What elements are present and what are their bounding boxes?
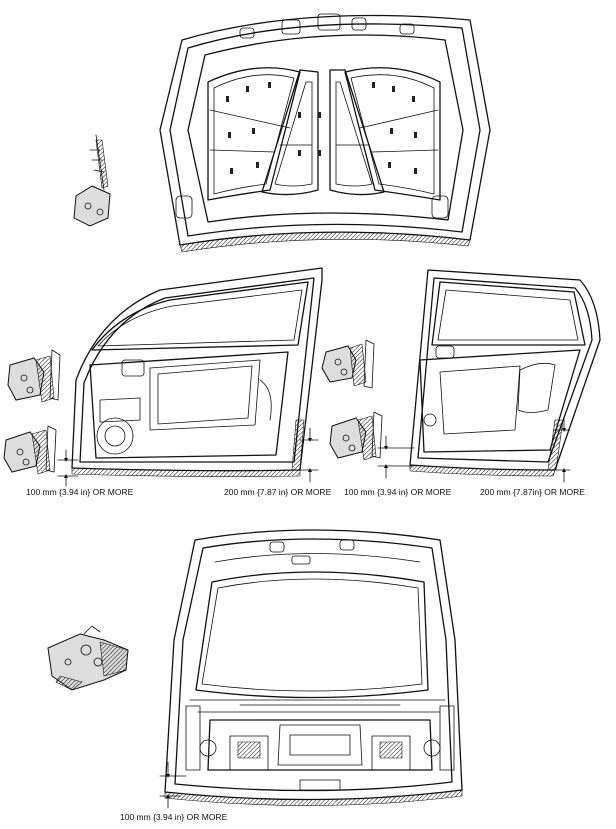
rear-door-upper-hinge [321, 339, 375, 389]
rear-door-front-clearance-label: 100 mm {3.94 in} OR MORE [344, 487, 452, 497]
rear-door-panel [409, 269, 601, 477]
front-door-lower-hinge [3, 425, 57, 475]
hood-hinge [73, 134, 111, 227]
rear-door-rear-dimension [553, 417, 571, 483]
liftgate-panel [164, 529, 463, 806]
rear-door-front-dimension [377, 435, 415, 479]
hood-panel [159, 13, 491, 253]
rear-door-rear-clearance-label: 200 mm {7.87in} OR MORE [480, 487, 585, 497]
liftgate-bottom-clearance-label: 100 mm {3.94 in} OR MORE [120, 812, 228, 822]
front-door-rear-clearance-label: 200 mm {7.87 in} OR MORE [224, 487, 332, 497]
front-door-panel [71, 267, 323, 477]
front-door-front-clearance-label: 100 mm {3.94 in} OR MORE [26, 487, 134, 497]
liftgate-bottom-dimension [159, 761, 187, 809]
front-door-upper-hinge [7, 349, 61, 403]
front-door-rear-dimension [299, 427, 319, 483]
rear-door-lower-hinge [329, 411, 383, 461]
liftgate-hinge [47, 625, 129, 691]
front-door-front-dimension [57, 449, 79, 487]
